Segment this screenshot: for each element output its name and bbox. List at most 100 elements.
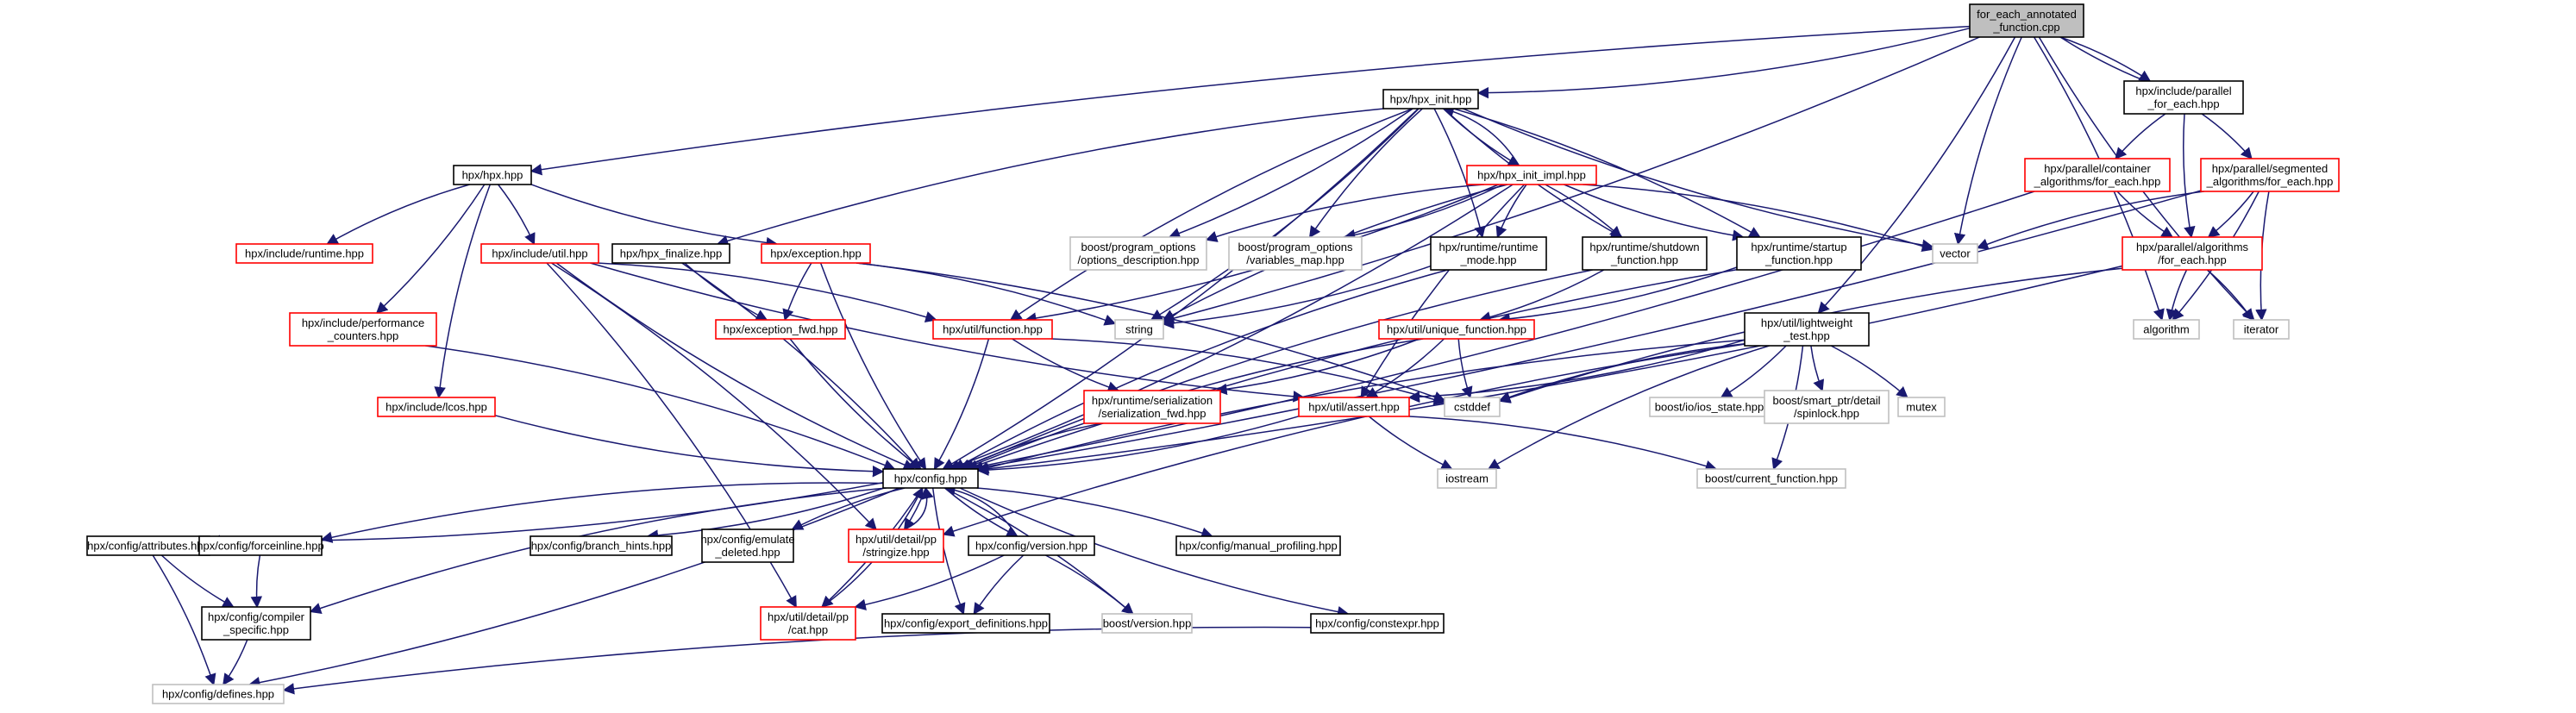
node-label-inc_runtime-0: hpx/include/runtime.hpp [245,247,364,260]
node-config_emulate_deleted[interactable]: hpx/config/emulate_deleted.hpp [700,528,795,563]
node-inc_runtime[interactable]: hpx/include/runtime.hpp [235,243,373,264]
node-label-pp_stringize-1: /stringize.hpp [862,546,929,559]
edge-config-to-config_branch_hints [646,487,885,541]
node-util_assert[interactable]: hpx/util/assert.hpp [1298,397,1410,417]
node-box-parallel_algorithms [2122,236,2263,271]
edge-pp_stringize-to-config [904,486,934,530]
node-label-config-0: hpx/config.hpp [894,472,968,485]
edge-segmented_alg-to-vector [1976,191,2204,250]
edge-root-to-vector [1953,36,2022,246]
edge-hpx_init_impl-to-config [948,184,1514,472]
node-util_function[interactable]: hpx/util/function.hpp [932,319,1053,340]
edges-layer [152,25,2270,695]
node-box-exception_fwd [715,319,846,340]
edge-util_assert-to-config [976,416,1300,476]
node-config_constexpr[interactable]: hpx/config/constexpr.hpp [1310,613,1445,634]
node-parallel_algorithms[interactable]: hpx/parallel/algorithms/for_each.hpp [2122,236,2263,271]
edge-hpx_init_impl-to-po_variables_map [1343,184,1504,241]
node-segmented_alg[interactable]: hpx/parallel/segmented_algorithms/for_ea… [2200,158,2340,192]
edge-hpx_hpx-to-inc_util [498,184,536,246]
node-boost_current_function: boost/current_function.hpp [1696,468,1846,489]
node-lightweight_test[interactable]: hpx/util/lightweight_test.hpp [1744,312,1870,347]
node-config_attributes[interactable]: hpx/config/attributes.hpp [86,535,210,556]
node-inc_perf_counters[interactable]: hpx/include/performance_counters.hpp [289,312,437,347]
node-hpx_init_impl[interactable]: hpx/hpx_init_impl.hpp [1466,165,1597,185]
node-util_unique_function[interactable]: hpx/util/unique_function.hpp [1378,319,1535,340]
node-config_version[interactable]: hpx/config/version.hpp [968,535,1095,556]
node-label-mutex-0: mutex [1906,401,1937,414]
edge-inc_parallel_for_each-to-container_alg [2115,113,2166,160]
edge-config_version-to-config_export_definitions [973,554,1025,616]
edge-hpx_init-to-vector [1463,108,1934,251]
edge-hpx_init_impl-to-hpx_init [1442,105,1520,166]
node-runtime_startup[interactable]: hpx/runtime/startup_function.hpp [1736,236,1862,271]
edge-inc_util-to-util_function [596,262,937,323]
node-cstddef: cstddef [1444,397,1501,417]
edge-config_version-to-pp_cat [854,554,1005,611]
node-config_branch_hints[interactable]: hpx/config/branch_hints.hpp [530,535,673,556]
node-box-pp_cat [760,606,856,641]
node-inc_util[interactable]: hpx/include/util.hpp [480,243,599,264]
edge-config-to-config_compiler_specific [309,487,887,614]
edge-config-to-config_export_definitions [931,487,966,616]
node-string: string [1114,319,1164,340]
node-inc_lcos[interactable]: hpx/include/lcos.hpp [377,397,496,417]
node-box-segmented_alg [2200,158,2340,192]
edge-parallel_algorithms-to-config [976,265,2123,475]
node-hpx_hpx[interactable]: hpx/hpx.hpp [453,165,532,185]
edge-exception_fwd-to-config [789,338,922,470]
node-label-inc_perf_counters-0: hpx/include/performance [302,316,424,329]
node-label-exception-0: hpx/exception.hpp [770,247,862,260]
node-box-pp_stringize [848,528,944,563]
node-box-serialization_fwd [1083,390,1221,424]
node-box-po_options_desc [1069,236,1207,271]
edge-root-to-string [1162,36,1980,324]
node-config_export_definitions[interactable]: hpx/config/export_definitions.hpp [881,613,1050,634]
node-label-boost_spinlock-1: /spinlock.hpp [1794,407,1859,420]
node-box-cstddef [1444,397,1501,417]
node-label-pp_stringize-0: hpx/util/detail/pp [856,533,937,546]
node-pp_cat[interactable]: hpx/util/detail/pp/cat.hpp [760,606,856,641]
node-label-iterator-0: iterator [2244,323,2279,336]
node-label-iostream-0: iostream [1445,472,1489,485]
node-label-inc_parallel_for_each-0: hpx/include/parallel [2135,84,2231,97]
edge-lightweight_test-to-config [976,339,1746,474]
node-serialization_fwd[interactable]: hpx/runtime/serialization/serialization_… [1083,390,1221,424]
node-box-hpx_hpx [453,165,532,185]
node-label-pp_cat-0: hpx/util/detail/pp [768,610,849,623]
nodes-layer: for_each_annotated_function.cpp hpx/hpx_i… [86,3,2340,704]
node-label-inc_parallel_for_each-1: _for_each.hpp [2147,97,2219,110]
node-runtime_mode[interactable]: hpx/runtime/runtime_mode.hpp [1430,236,1547,271]
node-box-mutex [1897,397,1946,417]
node-exception[interactable]: hpx/exception.hpp [761,243,871,264]
edge-segmented_alg-to-parallel_algorithms [2207,191,2254,238]
node-box-vector [1932,243,1978,264]
node-inc_parallel_for_each[interactable]: hpx/include/parallel_for_each.hpp [2123,80,2244,115]
node-config_manual_profiling[interactable]: hpx/config/manual_profiling.hpp [1175,535,1341,556]
node-config_forceinline[interactable]: hpx/config/forceinline.hpp [197,535,324,556]
node-label-config_attributes-0: hpx/config/attributes.hpp [87,540,210,553]
node-config[interactable]: hpx/config.hpp [882,468,979,489]
node-iostream: iostream [1437,468,1497,489]
edge-inc_util-to-config [555,262,916,471]
edge-runtime_shutdown-to-util_unique_function [1478,269,1605,323]
node-root[interactable]: for_each_annotated_function.cpp [1969,3,2084,38]
node-label-runtime_startup-0: hpx/runtime/startup [1751,241,1846,253]
node-hpx_init[interactable]: hpx/hpx_init.hpp [1382,89,1479,109]
node-hpx_finalize[interactable]: hpx/hpx_finalize.hpp [611,243,730,264]
node-label-exception_fwd-0: hpx/exception_fwd.hpp [724,323,838,336]
edge-root-to-hpx_init [1476,27,1971,99]
node-config_compiler_specific[interactable]: hpx/config/compiler_specific.hpp [201,606,311,641]
node-exception_fwd[interactable]: hpx/exception_fwd.hpp [715,319,846,340]
node-box-boost_spinlock [1764,390,1890,424]
node-label-vector-0: vector [1940,247,1971,260]
node-box-inc_runtime [235,243,373,264]
node-label-boost_current_function-0: boost/current_function.hpp [1705,472,1838,485]
node-runtime_shutdown[interactable]: hpx/runtime/shutdown_function.hpp [1582,236,1708,271]
edge-config-to-config_manual_profiling [976,487,1213,539]
edge-inc_util-to-util_assert [590,262,1306,403]
node-label-parallel_algorithms-0: hpx/parallel/algorithms [2136,241,2249,253]
node-container_alg[interactable]: hpx/parallel/container_algorithms/for_ea… [2024,158,2171,192]
node-pp_stringize[interactable]: hpx/util/detail/pp/stringize.hpp [848,528,944,563]
